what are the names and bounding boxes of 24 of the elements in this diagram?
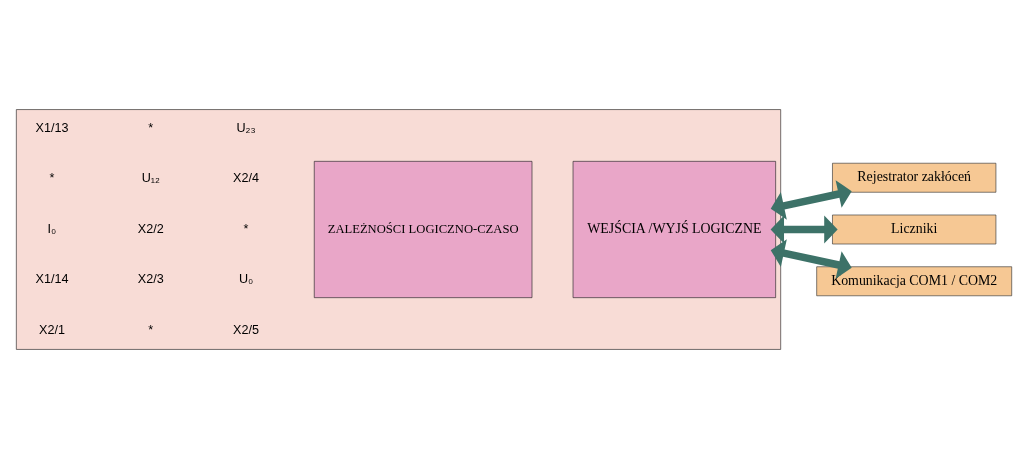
label: U₁₂ bbox=[141, 171, 160, 186]
node-box: Liczniki bbox=[832, 214, 997, 245]
label: * bbox=[148, 120, 154, 135]
label: X1/13 bbox=[35, 120, 69, 135]
label: X2/5 bbox=[233, 322, 260, 337]
label: X2/2 bbox=[137, 221, 164, 236]
arrow bbox=[770, 239, 852, 279]
node-box: ZALEŻNOŚCI LOGICZNO-CZASO bbox=[313, 161, 533, 298]
label: X2/1 bbox=[39, 322, 65, 337]
label: I₀ bbox=[47, 221, 57, 236]
label: X2/4 bbox=[233, 171, 260, 186]
label: * bbox=[49, 171, 55, 186]
arrow bbox=[770, 180, 852, 220]
label: * bbox=[243, 221, 249, 236]
node-box: Rejestrator zakłóceń bbox=[832, 162, 997, 193]
node-box: Komunikacja COM1 / COM2 bbox=[816, 266, 1013, 297]
label: X1/14 bbox=[35, 272, 69, 287]
label: U₂₃ bbox=[236, 120, 256, 135]
label: U₀ bbox=[238, 272, 254, 287]
cluster bbox=[16, 109, 781, 350]
label: * bbox=[148, 322, 154, 337]
arrow bbox=[770, 215, 838, 244]
node-box: WEJŚCIA /WYJŚ LOGICZNE bbox=[572, 161, 776, 298]
label: X2/3 bbox=[137, 272, 164, 287]
